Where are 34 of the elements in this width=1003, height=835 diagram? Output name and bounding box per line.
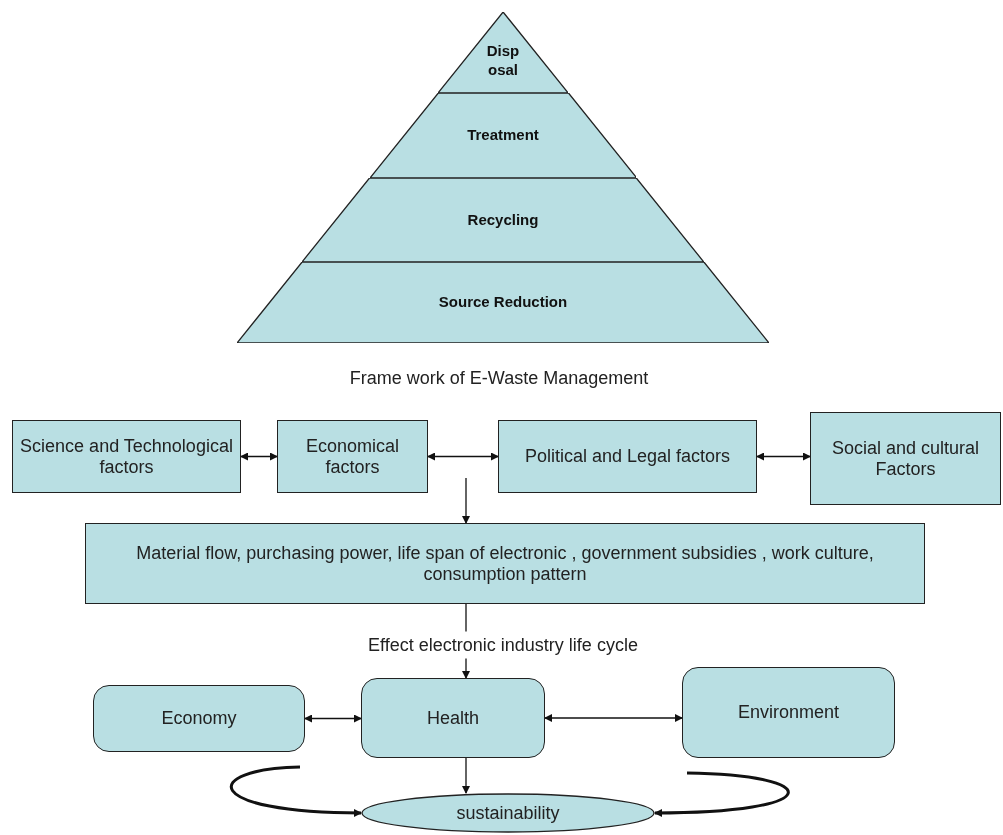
node-label: Source Reduction bbox=[438, 293, 568, 312]
curved-arrow bbox=[654, 771, 790, 817]
node-label: Economy bbox=[160, 708, 238, 729]
arrow bbox=[756, 452, 811, 461]
node-label: Social and cultural Factors bbox=[830, 437, 981, 480]
arrow bbox=[462, 477, 470, 524]
node-label: Political and Legal factors bbox=[523, 446, 732, 467]
pyramid-level bbox=[237, 262, 769, 343]
factor-box bbox=[85, 523, 925, 604]
factor-box bbox=[12, 420, 241, 493]
node-label: Science and Technological factors bbox=[19, 435, 234, 478]
node-label: Disp osal bbox=[485, 41, 521, 80]
rounded-box bbox=[682, 667, 895, 758]
node-label: Recycling bbox=[467, 210, 539, 230]
pyramid-level bbox=[302, 178, 704, 262]
curved-arrow bbox=[230, 765, 362, 817]
rounded-box bbox=[93, 685, 305, 752]
factor-box bbox=[498, 420, 757, 493]
arrow bbox=[544, 714, 683, 722]
node-label: sustainability bbox=[455, 802, 561, 824]
arrow bbox=[304, 714, 362, 723]
caption: Frame work of E-Waste Management bbox=[349, 367, 649, 390]
node-label: Health bbox=[426, 707, 480, 729]
arrow bbox=[240, 452, 278, 461]
node-label: Economical factors bbox=[304, 435, 400, 478]
node-label: Treatment bbox=[467, 126, 539, 145]
arrow bbox=[427, 452, 499, 461]
factor-box bbox=[277, 420, 428, 493]
outcome-ellipse bbox=[361, 793, 655, 833]
factor-box bbox=[810, 412, 1001, 505]
node-label: Material flow, purchasing power, life span of electronic , government subsidies , work culture, consumption pattern bbox=[135, 542, 875, 585]
node-label: Environment bbox=[736, 702, 841, 723]
arrow bbox=[462, 757, 470, 794]
rounded-box bbox=[361, 678, 545, 758]
